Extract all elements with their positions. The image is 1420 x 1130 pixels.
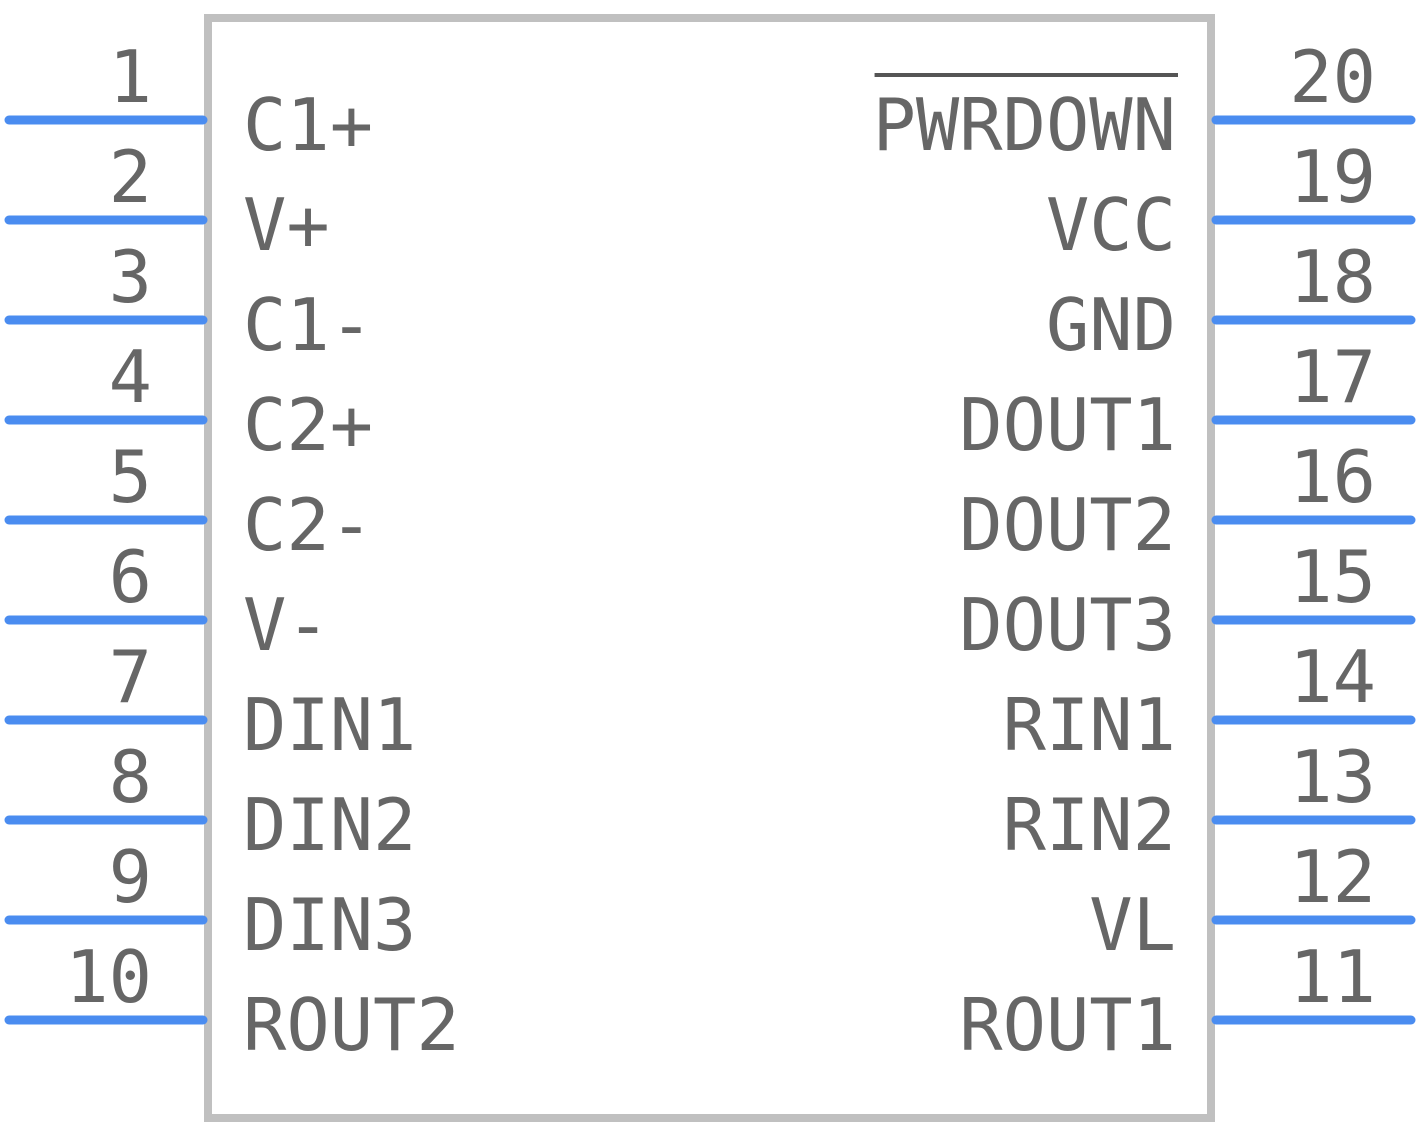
pin-name: DOUT3 — [959, 583, 1176, 667]
pin-number: 19 — [1289, 135, 1376, 219]
pin-3: 3C1- — [4, 235, 373, 367]
right-pin-group: 20PWRDOWN19VCC18GND17DOUT116DOUT215DOUT3… — [873, 35, 1416, 1067]
pin-name: PWRDOWN — [873, 83, 1176, 167]
pin-number: 4 — [109, 335, 152, 419]
pin-name: V- — [243, 583, 330, 667]
pin-number: 16 — [1289, 435, 1376, 519]
pin-number: 12 — [1289, 835, 1376, 919]
pin-name: DOUT2 — [959, 483, 1176, 567]
pin-name: C2+ — [243, 383, 373, 467]
pin-name: DIN1 — [243, 683, 416, 767]
pin-number: 10 — [65, 935, 152, 1019]
pin-number: 20 — [1289, 35, 1376, 119]
pin-number: 5 — [109, 435, 152, 519]
pin-number: 6 — [109, 535, 152, 619]
left-pin-group: 1C1+2V+3C1-4C2+5C2-6V-7DIN18DIN29DIN310R… — [4, 35, 460, 1067]
pin-name: RIN2 — [1003, 783, 1176, 867]
pin-5: 5C2- — [4, 435, 373, 567]
pin-number: 18 — [1289, 235, 1376, 319]
pin-name: DIN3 — [243, 883, 416, 967]
pin-number: 1 — [109, 35, 152, 119]
pin-number: 11 — [1289, 935, 1376, 1019]
pin-name: RIN1 — [1003, 683, 1176, 767]
pin-4: 4C2+ — [4, 335, 373, 467]
pin-number: 15 — [1289, 535, 1376, 619]
pin-number: 3 — [109, 235, 152, 319]
pin-number: 7 — [109, 635, 152, 719]
pin-2: 2V+ — [4, 135, 330, 267]
pin-name: DIN2 — [243, 783, 416, 867]
pin-name: ROUT1 — [959, 983, 1176, 1067]
pin-name: C1+ — [243, 83, 373, 167]
pin-name: V+ — [243, 183, 330, 267]
pin-name: VL — [1089, 883, 1176, 967]
pin-name: DOUT1 — [959, 383, 1176, 467]
component-body — [204, 14, 1215, 1122]
pin-name: GND — [1046, 283, 1176, 367]
pin-number: 13 — [1289, 735, 1376, 819]
pin-number: 14 — [1289, 635, 1376, 719]
pin-number: 8 — [109, 735, 152, 819]
pin-number: 17 — [1289, 335, 1376, 419]
pin-name: ROUT2 — [243, 983, 460, 1067]
pin-name: C1- — [243, 283, 373, 367]
pin-number: 2 — [109, 135, 152, 219]
pin-number: 9 — [109, 835, 152, 919]
pin-6: 6V- — [4, 535, 330, 667]
pin-name: C2- — [243, 483, 373, 567]
pin-name: VCC — [1046, 183, 1176, 267]
pin-1: 1C1+ — [4, 35, 373, 167]
